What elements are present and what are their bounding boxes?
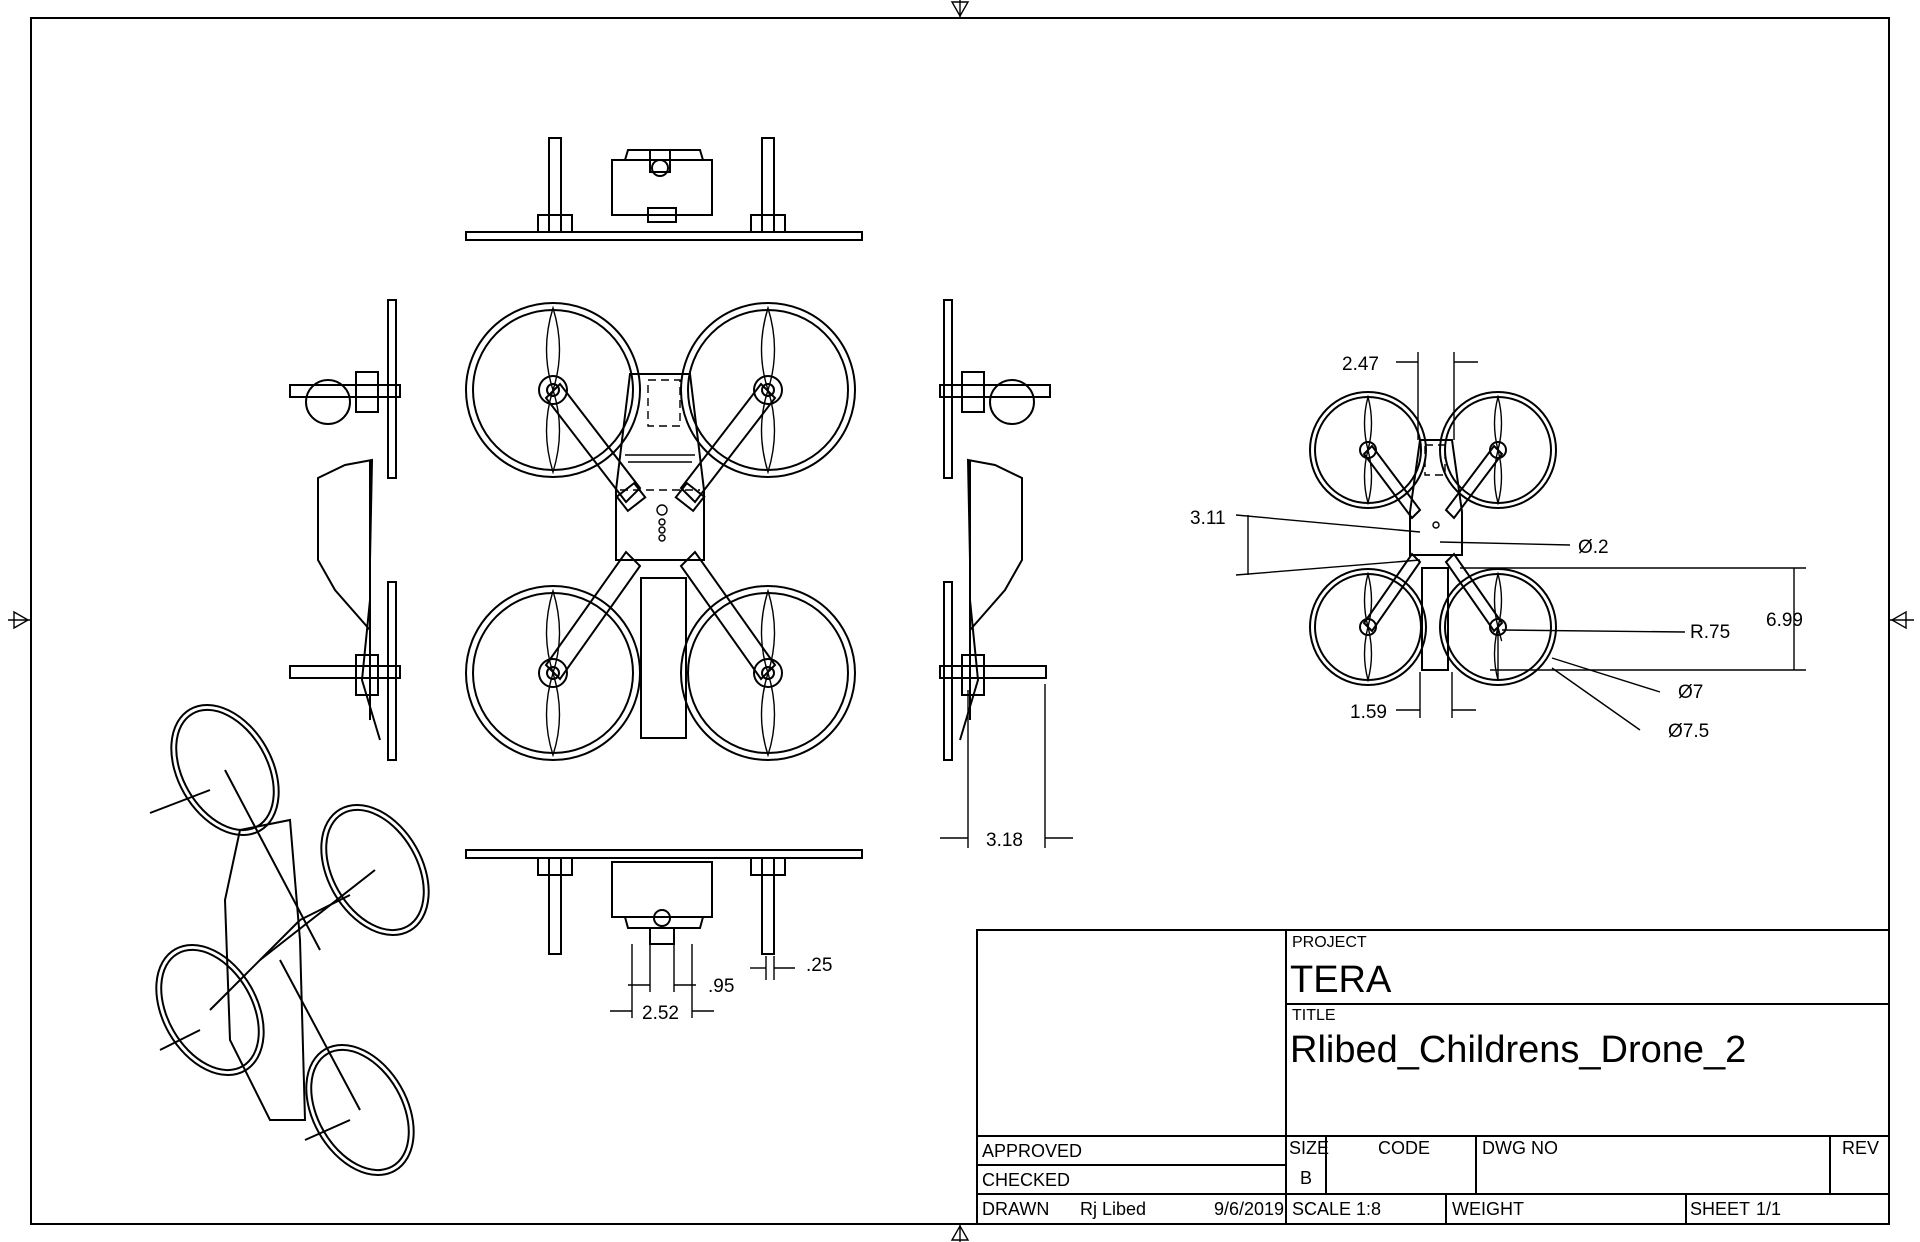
dwg-no-label: DWG NO (1482, 1138, 1558, 1158)
checked-label: CHECKED (982, 1170, 1070, 1190)
drawn-by: Rj Libed (1080, 1199, 1146, 1219)
front-elevation-bottom (465, 849, 863, 955)
dim-detail-dia-inner: Ø7 (1678, 682, 1703, 703)
detail-view (1309, 391, 1557, 686)
size-label: SIZE (1289, 1138, 1329, 1158)
title-block (976, 929, 1890, 1225)
scale-label: SCALE (1292, 1199, 1351, 1219)
front-view-dims (610, 944, 795, 1018)
drawing-title: Rlibed_Childrens_Drone_2 (1290, 1029, 1746, 1071)
dim-detail-radius: R.75 (1690, 622, 1730, 643)
weight-label: WEIGHT (1452, 1199, 1524, 1219)
project-label: PROJECT (1292, 934, 1367, 951)
dim-front-inner: .95 (708, 976, 734, 997)
front-elevation-top (465, 137, 863, 241)
detail-view-dims (1235, 352, 1806, 731)
dim-detail-height: 6.99 (1766, 610, 1803, 631)
left-side-view (289, 299, 401, 761)
sheet-label: SHEET (1690, 1199, 1750, 1219)
size-value: B (1300, 1168, 1312, 1188)
right-side-view (939, 299, 1051, 761)
scale-value: 1:8 (1356, 1199, 1381, 1219)
side-view-dims (940, 684, 1073, 848)
code-label: CODE (1378, 1138, 1430, 1158)
plan-view (465, 302, 856, 761)
dim-detail-hole: Ø.2 (1578, 537, 1609, 558)
isometric-view (149, 703, 430, 1177)
dim-detail-top-width: 2.47 (1342, 354, 1379, 375)
dim-detail-bottom-width: 1.59 (1350, 702, 1387, 723)
dim-front-width: 2.52 (642, 1003, 679, 1024)
dim-front-gap: .25 (806, 955, 832, 976)
title-label: TITLE (1292, 1007, 1336, 1024)
rev-label: REV (1842, 1138, 1879, 1158)
drawn-date: 9/6/2019 (1214, 1199, 1284, 1219)
dim-detail-dia-outer: Ø7.5 (1668, 721, 1709, 742)
dim-side-offset: 3.18 (986, 830, 1023, 851)
drawn-label: DRAWN (982, 1199, 1049, 1219)
approved-label: APPROVED (982, 1141, 1082, 1161)
sheet-value: 1/1 (1756, 1199, 1781, 1219)
project-name: TERA (1290, 959, 1392, 1001)
centering-marks (8, 0, 1914, 1242)
dim-detail-angle-offset: 3.11 (1190, 508, 1226, 529)
